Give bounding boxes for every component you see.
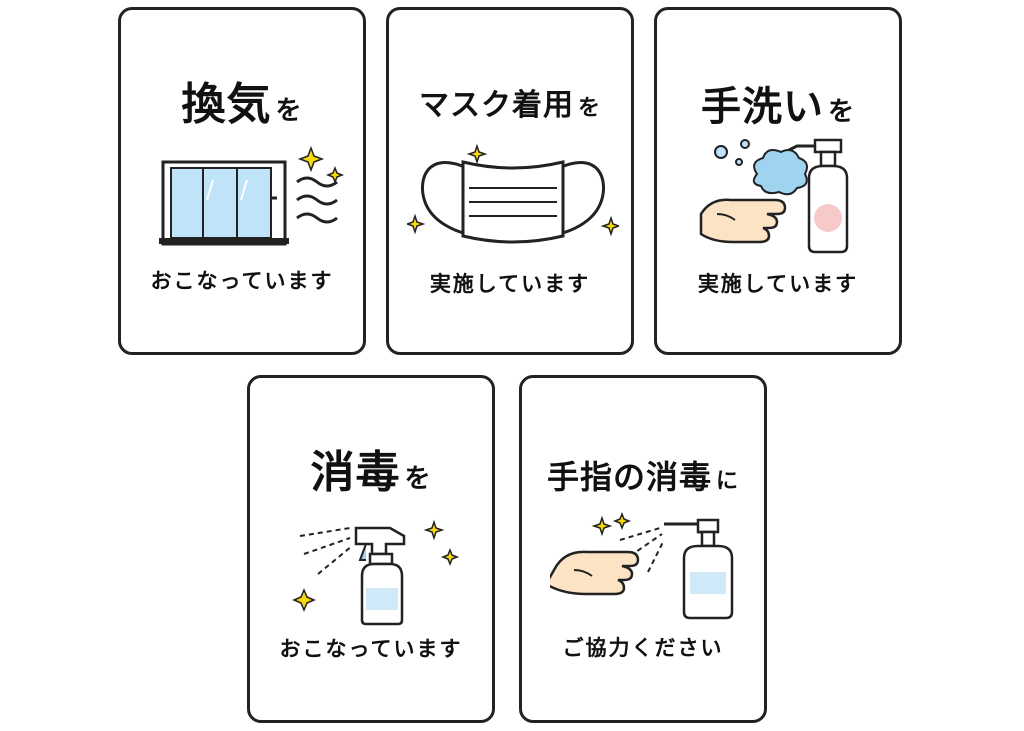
title-particle: を — [275, 96, 303, 126]
face-mask-icon — [407, 143, 619, 244]
sign-subtitle: 実施しています — [429, 272, 591, 296]
sign-title: 手指の消毒に — [522, 452, 764, 498]
title-particle: に — [716, 469, 740, 494]
sign-title: 消毒を — [250, 436, 492, 500]
sign-subtitle: 実施しています — [697, 272, 859, 296]
sign-subtitle: おこなっています — [150, 269, 334, 293]
sign-card-ventilation: 換気を おこなっています — [118, 7, 366, 355]
title-main: 手洗い — [700, 84, 824, 130]
title-particle: を — [404, 464, 432, 494]
title-main: マスク着用 — [418, 88, 574, 123]
title-main: 手指の消毒 — [546, 458, 712, 496]
sign-card-sanitizer: 手指の消毒に ご協力ください — [519, 375, 767, 723]
hand-soap-icon — [699, 138, 849, 254]
sign-card-mask: マスク着用を 実施しています — [386, 7, 634, 355]
sign-subtitle: ご協力ください — [562, 636, 724, 660]
sign-subtitle: おこなっています — [279, 637, 463, 661]
sign-card-disinfection: 消毒を おこなっています — [247, 375, 495, 723]
spray-bottle-icon — [292, 519, 460, 626]
title-main: 換気 — [181, 79, 272, 130]
title-main: 消毒 — [310, 447, 401, 498]
sign-title: マスク着用を — [389, 80, 631, 124]
sign-card-handwash: 手洗いを 実施しています — [654, 7, 902, 355]
title-particle: を — [827, 97, 855, 127]
sign-title: 手洗いを — [657, 74, 899, 132]
sign-title: 換気を — [121, 68, 363, 132]
title-particle: を — [577, 96, 601, 121]
hand-sanitizer-icon — [550, 511, 734, 620]
window-breeze-icon — [159, 145, 345, 246]
